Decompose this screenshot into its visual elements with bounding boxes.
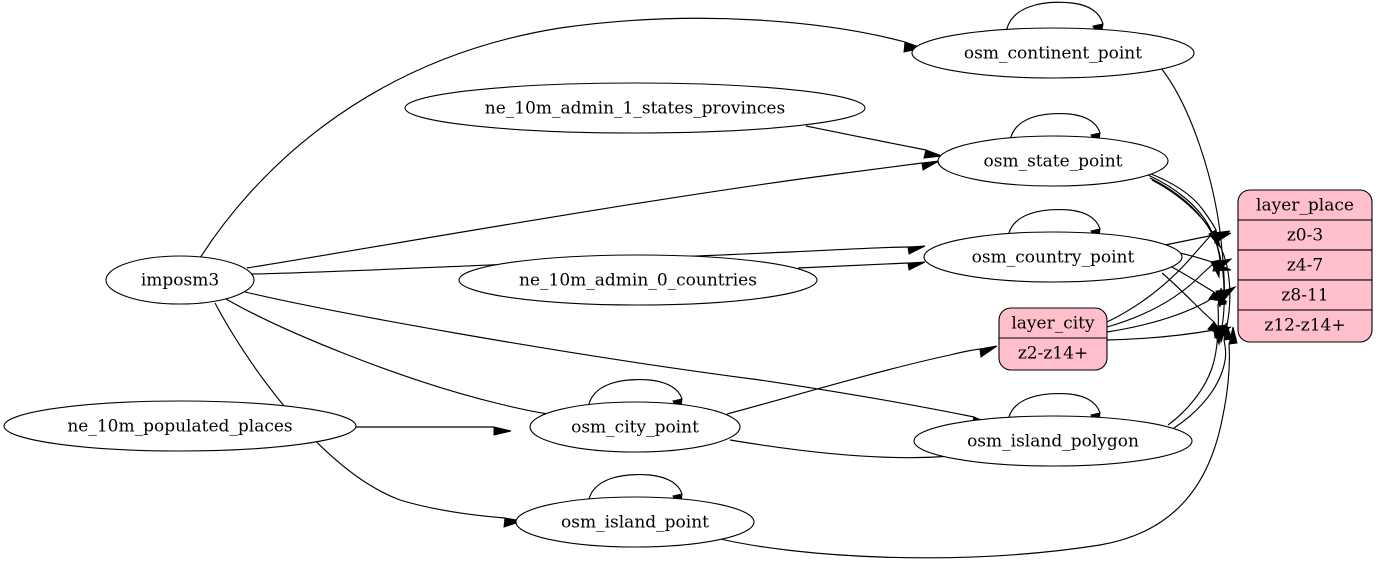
edge-osm-city-point-to-layer-city-z2 (726, 345, 998, 415)
layer-city-row-z2-z14p-label: z2-z14+ (1018, 344, 1088, 364)
edge-layer-city-to-layer-place-z4-7 (1106, 258, 1233, 328)
layer-place-title-label: layer_place (1256, 196, 1354, 216)
node-osm-continent-point[interactable]: osm_continent_point (911, 27, 1195, 79)
edge-layer-city-to-layer-place-z0-3 (1106, 230, 1231, 323)
edge-ne-states-to-osm-state-point (805, 125, 943, 159)
edge-ne-countries-to-osm-country-point (797, 261, 926, 271)
record-node-layer-place[interactable]: layer_place z0-3 z4-7 z8-11 z12-z14+ (1237, 189, 1373, 343)
node-imposm3[interactable]: imposm3 (105, 255, 255, 305)
node-osm-city-point-label: osm_city_point (571, 418, 699, 438)
node-ne-10m-admin-0-countries-label: ne_10m_admin_0_countries (519, 271, 757, 291)
node-osm-island-point[interactable]: osm_island_point (515, 496, 755, 548)
edge-osm-island-polygon-to-layer-place-z8-11 (1167, 287, 1227, 426)
node-osm-country-point-label: osm_country_point (972, 248, 1135, 268)
edge-ne-populated-places-to-osm-city-point (356, 426, 512, 436)
node-osm-continent-point-label: osm_continent_point (964, 44, 1142, 64)
layer-place-row-z0-3-label: z0-3 (1287, 226, 1323, 246)
layer-place-row-z4-7-label: z4-7 (1287, 256, 1323, 276)
node-ne-10m-populated-places-label: ne_10m_populated_places (67, 417, 292, 437)
layer-place-row-z8-11-label: z8-11 (1281, 286, 1328, 306)
layer-place-row-z0-3-cell[interactable] (1237, 219, 1373, 251)
node-ne-10m-admin-0-countries[interactable]: ne_10m_admin_0_countries (458, 254, 818, 306)
node-ne-10m-populated-places[interactable]: ne_10m_populated_places (3, 400, 357, 452)
node-osm-state-point[interactable]: osm_state_point (937, 135, 1169, 187)
layer-place-row-z8-11-cell[interactable] (1237, 279, 1373, 311)
node-layer: imposm3 ne_10m_populated_places ne_10m_a… (3, 27, 1195, 548)
node-ne-10m-admin-1-states-provinces[interactable]: ne_10m_admin_1_states_provinces (404, 82, 866, 134)
layer-city-row-z2-z14p-cell[interactable] (998, 337, 1108, 371)
node-osm-city-point[interactable]: osm_city_point (529, 401, 741, 453)
layer-place-row-z12-z14p-label: z12-z14+ (1264, 316, 1345, 336)
layer-place-row-z12-z14p-cell[interactable] (1237, 309, 1373, 343)
record-node-layer: layer_place z0-3 z4-7 z8-11 z12-z14+ lay… (998, 189, 1373, 371)
node-ne-10m-admin-1-states-provinces-label: ne_10m_admin_1_states_provinces (485, 99, 785, 119)
layer-place-row-z4-7-cell[interactable] (1237, 249, 1373, 281)
layer-city-title-label: layer_city (1011, 314, 1095, 334)
edge-osm-island-polygon-to-layer-place-z12 (1173, 322, 1233, 429)
layer-place-title-cell (1237, 189, 1373, 221)
node-osm-island-polygon-label: osm_island_polygon (967, 432, 1139, 452)
layer-city-title-cell (998, 307, 1108, 339)
node-osm-island-polygon[interactable]: osm_island_polygon (913, 415, 1193, 467)
record-node-layer-city[interactable]: layer_city z2-z14+ (998, 307, 1108, 371)
edge-imposm3-to-osm-state-point (246, 160, 940, 269)
edge-osm-island-point-to-layer-place-z12 (715, 326, 1238, 559)
node-imposm3-label: imposm3 (141, 271, 219, 291)
node-osm-island-point-label: osm_island_point (561, 513, 709, 533)
node-osm-country-point[interactable]: osm_country_point (923, 231, 1183, 283)
node-osm-state-point-label: osm_state_point (984, 152, 1123, 172)
